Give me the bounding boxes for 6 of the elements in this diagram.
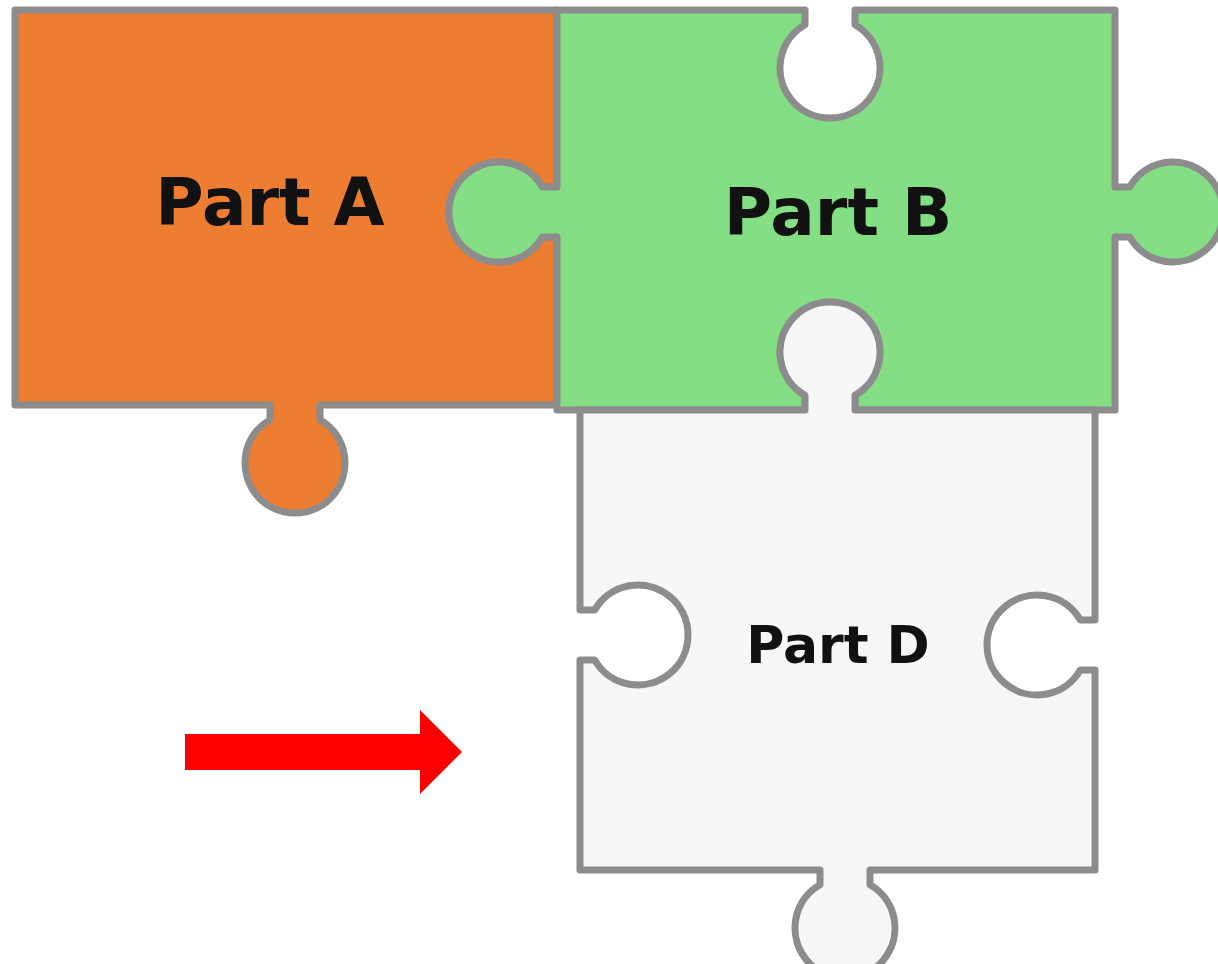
piece-label: Part A (155, 163, 385, 241)
arrow (185, 710, 462, 794)
puzzle-piece (576, 298, 1099, 964)
piece-label: Part D (746, 615, 930, 675)
puzzle-piece (445, 6, 1218, 414)
piece-label: Part B (723, 173, 953, 251)
